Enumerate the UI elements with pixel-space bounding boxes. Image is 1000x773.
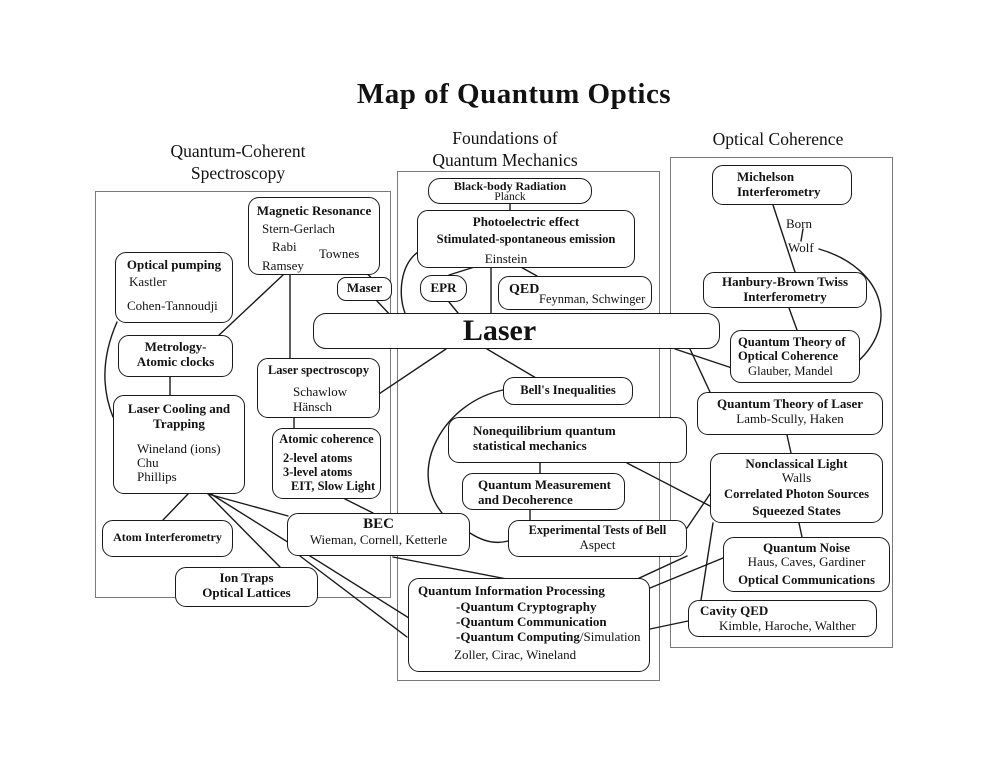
node-bells-inequalities: Bell's Inequalities [503,377,633,405]
node-laser-spectroscopy: Laser spectroscopy Schawlow Hänsch [257,358,380,418]
node-atomic-coherence: Atomic coherence 2-level atoms 3-level a… [272,428,381,499]
node-michelson: Michelson Interferometry [712,165,852,205]
node-optical-pumping: Optical pumping Kastler Cohen-Tannoudji [115,252,233,323]
node-laser-cooling: Laser Cooling and Trapping Wineland (ion… [113,395,245,494]
page-title: Map of Quantum Optics [356,78,672,110]
node-black-body: Black-body Radiation Planck [428,178,592,204]
node-ion-traps: Ion Traps Optical Lattices [175,567,318,607]
section-header-optical-coherence: Optical Coherence [712,129,844,149]
node-qed: QED Feynman, Schwinger [498,276,652,310]
node-experimental-tests: Experimental Tests of Bell Aspect [508,520,687,557]
node-photoelectric: Photoelectric effect Stimulated-spontane… [417,210,635,268]
node-quantum-measurement: Quantum Measurement and Decoherence [462,473,625,510]
label-wolf: Wolf [788,240,814,255]
node-epr: EPR [420,275,467,302]
node-qtoc: Quantum Theory of Optical Coherence Glau… [730,330,860,383]
section-header-foundations: Foundations of Quantum Mechanics [432,128,578,170]
node-qtl: Quantum Theory of Laser Lamb-Scully, Hak… [697,392,883,435]
node-atom-interferometry: Atom Interferometry [102,520,233,557]
node-nonclassical-light: Nonclassical Light Walls Correlated Phot… [710,453,883,523]
node-hanbury-brown-twiss: Hanbury-Brown Twiss Interferometry [703,272,867,308]
frame-optical-coherence [670,157,893,648]
node-magnetic-resonance: Magnetic Resonance Stern-Gerlach Rabi To… [248,197,380,275]
node-maser: Maser [337,277,392,301]
node-cavity-qed: Cavity QED Kimble, Haroche, Walther [688,600,877,637]
node-nonequilibrium: Nonequilibrium quantum statistical mecha… [448,417,687,463]
node-quantum-noise: Quantum Noise Haus, Caves, Gardiner Opti… [723,537,890,592]
section-header-spectroscopy: Quantum-Coherent Spectroscopy [170,141,306,183]
node-qip: Quantum Information Processing -Quantum … [408,578,650,672]
node-metrology: Metrology- Atomic clocks [118,335,233,377]
label-born: Born [786,216,812,231]
node-bec: BEC Wieman, Cornell, Ketterle [287,513,470,556]
node-laser: Laser [313,313,720,349]
